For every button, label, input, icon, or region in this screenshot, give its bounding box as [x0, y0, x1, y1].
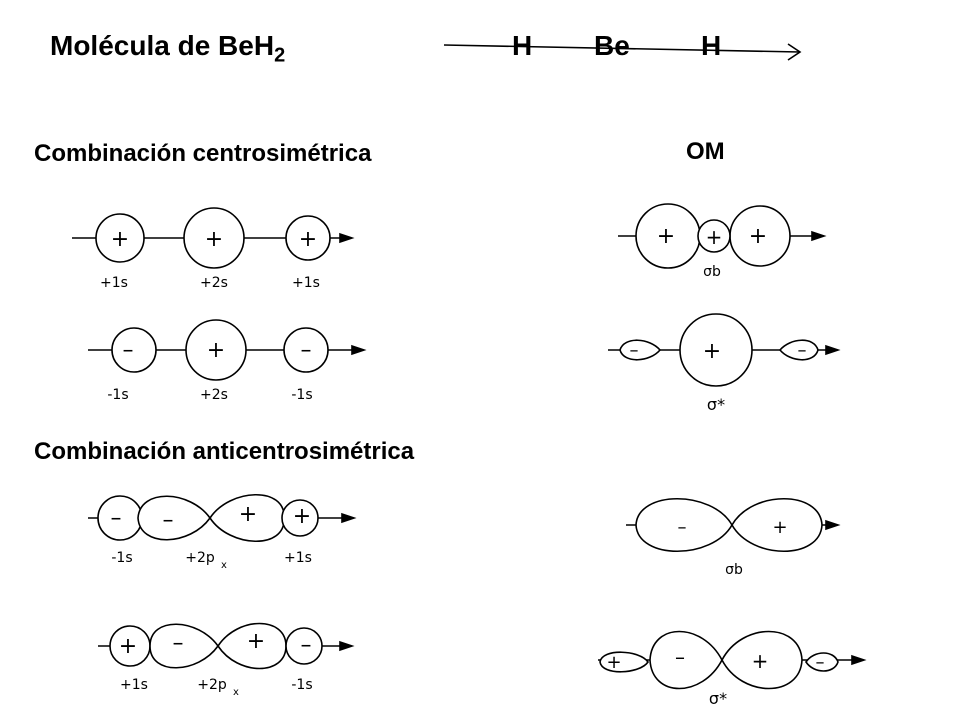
sign-label: + [606, 652, 621, 673]
sign-label: + [749, 224, 767, 249]
mo-label: σb [725, 562, 743, 578]
mo-lobe-center [697, 219, 731, 253]
sign-label: + [703, 339, 721, 364]
mo-lobe-center [679, 313, 753, 387]
ao-row-4: + – + – +1s +2p x -1s [98, 622, 355, 698]
sign-label: + [239, 502, 257, 527]
molecule-axis [443, 43, 802, 61]
arrowhead [341, 512, 357, 524]
sign-label: – [675, 645, 685, 669]
mo-lobe-right [721, 630, 803, 690]
be-2s-orbital [185, 319, 247, 381]
sign-label: + [111, 227, 129, 252]
sign-label: – [816, 652, 825, 673]
title-text: Molécula de BeH [50, 30, 275, 61]
sign-label: + [299, 227, 317, 252]
ao-label: +2s [200, 275, 228, 291]
mo-lobe-left [635, 498, 733, 552]
mo-lobe-left [649, 630, 723, 690]
axis-atom-h-right: H [701, 30, 722, 61]
h-1s-orbital-left [95, 213, 145, 263]
ao-label-subscript: x [221, 560, 227, 571]
mo-label: σb [703, 264, 721, 280]
axis-line [443, 44, 801, 53]
mo-label: σ* [707, 395, 725, 414]
be-2px-lobe-negative [137, 495, 211, 541]
ao-label: +1s [100, 275, 128, 291]
sign-label: + [657, 224, 675, 249]
axis-atom-be: Be [594, 30, 630, 61]
mo-lobe-right [778, 339, 819, 361]
om-heading: OM [686, 138, 725, 165]
ao-row-1: + + + +1s +2s +1s [72, 207, 355, 291]
arrowhead [825, 519, 841, 531]
arrowhead [339, 640, 355, 652]
sign-label: + [119, 634, 137, 659]
arrowhead [851, 654, 867, 666]
mo-sigma-bonding-s: + + + σb [618, 203, 827, 280]
ao-label: +2s [200, 387, 228, 403]
sign-label: – [678, 517, 687, 538]
ao-label: +2p [197, 677, 227, 693]
ao-row-2: – + – -1s +2s -1s [88, 319, 367, 403]
arrowhead [825, 344, 841, 356]
sign-label: + [207, 338, 225, 363]
arrowhead [351, 344, 367, 356]
ao-label-subscript: x [233, 687, 239, 698]
sign-label: + [293, 504, 311, 529]
be-2s-orbital [183, 207, 245, 269]
h-1s-orbital-right [281, 499, 319, 537]
axis-atom-h-left: H [512, 30, 533, 61]
sign-label: – [123, 338, 134, 363]
sign-label: – [630, 340, 639, 361]
sign-label: – [163, 508, 174, 533]
h-1s-orbital-right [285, 627, 323, 665]
ao-label: -1s [291, 677, 312, 693]
sign-label: – [173, 631, 184, 656]
arrowhead [811, 230, 827, 242]
ao-label: +2p [185, 550, 215, 566]
sign-label: + [247, 629, 265, 654]
be-2px-lobe-negative [149, 623, 219, 669]
ao-label: +1s [284, 550, 312, 566]
ao-label: -1s [291, 387, 312, 403]
sign-label: + [706, 225, 723, 249]
section-anticentrosymmetric-title: Combinación anticentrosimétrica [34, 438, 415, 465]
ao-row-3: – – + + -1s +2p x +1s [88, 493, 357, 571]
sign-label: + [752, 649, 769, 673]
h-1s-orbital-left [111, 327, 157, 373]
mo-lobe-left [619, 339, 662, 361]
mo-lobe-far-left [599, 651, 649, 673]
arrowhead [339, 232, 355, 244]
page-title: Molécula de BeH2 [50, 30, 285, 68]
ao-label: -1s [111, 550, 132, 566]
mo-sigma-antibonding-s: – + – σ* [608, 313, 841, 414]
mo-lobe-far-right [805, 652, 839, 672]
mo-sigma-antibonding-p: + – + – σ* [598, 630, 867, 708]
mo-lobe-right [731, 497, 823, 553]
title-subscript: 2 [274, 44, 286, 67]
ao-label: +1s [120, 677, 148, 693]
sign-label: – [301, 633, 312, 658]
mo-sigma-bonding-p: – + σb [626, 497, 841, 578]
h-1s-orbital-right [285, 215, 331, 261]
sign-label: – [111, 506, 122, 531]
axis-arrowhead [787, 43, 802, 61]
h-1s-orbital-right [283, 327, 329, 373]
sign-label: – [798, 340, 807, 361]
sign-label: + [772, 517, 787, 538]
sign-label: + [205, 227, 223, 252]
section-centrosymmetric-title: Combinación centrosimétrica [34, 140, 372, 167]
ao-label: +1s [292, 275, 320, 291]
ao-label: -1s [107, 387, 128, 403]
sign-label: – [301, 338, 312, 363]
mo-label: σ* [709, 689, 727, 708]
